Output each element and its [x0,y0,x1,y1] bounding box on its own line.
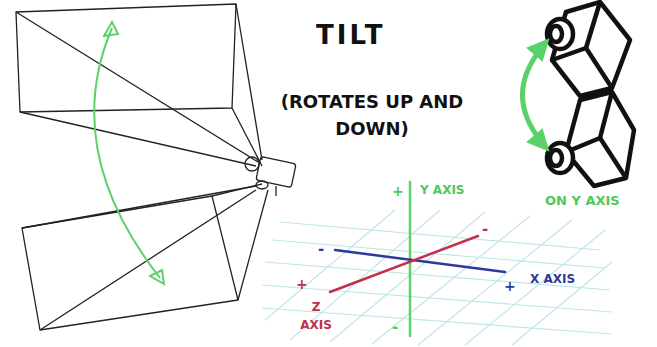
axis-note: ON Y AXIS [545,193,620,209]
camera-sketch [16,4,296,330]
axis-name: Y AXIS [420,183,465,197]
tilt-arc [94,22,164,284]
axis-sign: + [392,183,404,200]
axis-sign: + [296,276,308,293]
axis-sign: - [318,240,324,258]
axis-sign: - [482,220,488,238]
axes [330,182,505,336]
axis-sign: + [504,278,516,295]
title: TILT [316,20,385,51]
tilt-double-arrow [523,40,549,150]
axis-name: Z AXIS [296,298,336,334]
perspective-grid [262,210,612,345]
subtitle-note: (ROTATES UP AND DOWN) [272,88,472,142]
axis-sign: - [392,318,398,336]
axis-name: X AXIS [530,272,575,286]
camera-boxes [547,2,634,186]
